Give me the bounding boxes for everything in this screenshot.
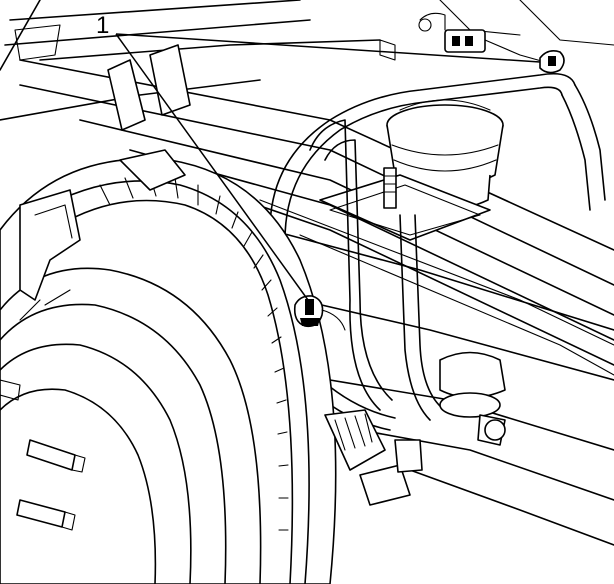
wheel-studs (0, 379, 86, 531)
axle-housing (269, 229, 614, 546)
callout-number-1: 1 (96, 12, 109, 39)
u-bolt-left (309, 119, 393, 411)
harness-connector-icon (379, 12, 565, 74)
leader-to-sensor (115, 33, 309, 301)
spring-clamp (107, 44, 191, 131)
spring-plate (319, 167, 491, 241)
shock-mount (394, 351, 506, 473)
frame-rail (0, 0, 614, 121)
callout-leaders (115, 33, 541, 301)
u-bolt-right (399, 214, 443, 421)
hub-drum (0, 267, 262, 584)
brake-caliper-lower (324, 409, 411, 506)
knuckle-bracket (19, 149, 186, 301)
leader-to-connector (115, 33, 541, 63)
